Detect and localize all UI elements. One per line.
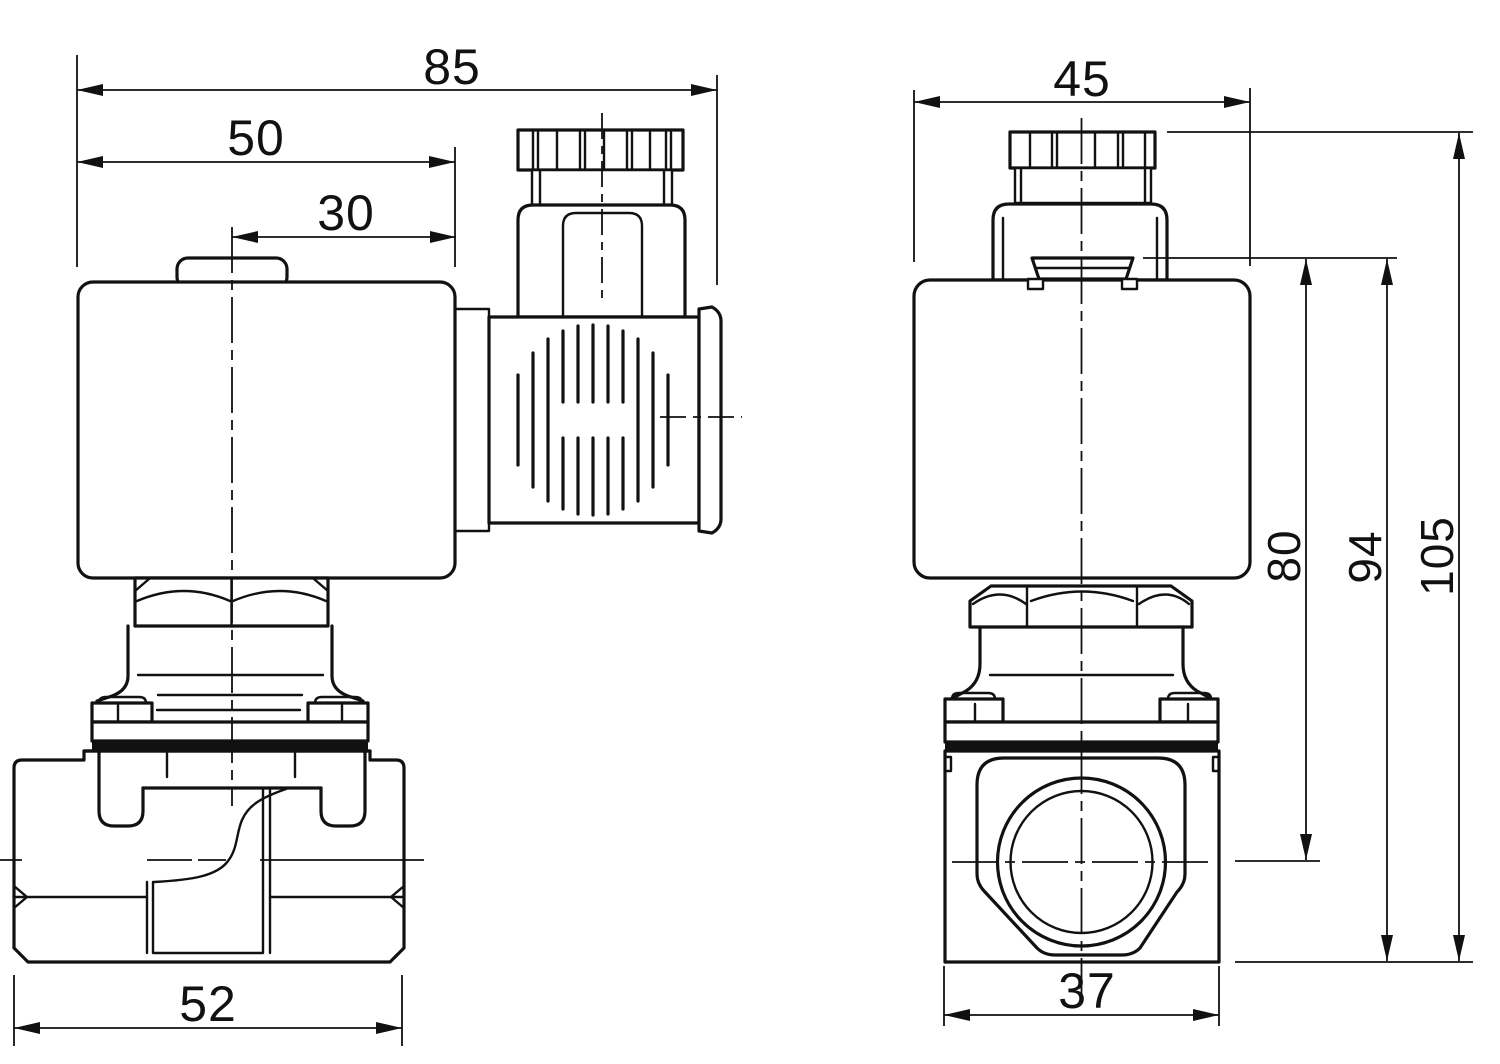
side-view [0, 113, 742, 964]
dim-port-face-width-label: 37 [1058, 963, 1116, 1019]
dim-axis-height: 80 [1258, 259, 1312, 860]
connector-flange [697, 305, 723, 535]
knurled-screw-front [1008, 130, 1157, 170]
screw-tab-left [90, 701, 154, 724]
dim-overall-width-label: 85 [423, 39, 481, 95]
knurled-screw-side [516, 128, 685, 172]
knurl-lines-front [1028, 132, 1147, 168]
bonnet-front [949, 625, 1214, 701]
dim-overall-width: 85 [77, 39, 717, 96]
body-top-ticks [165, 751, 297, 779]
hex-nut-front [968, 584, 1194, 629]
dim-coil-top-height-label: 94 [1339, 530, 1391, 583]
valve-body-side [0, 749, 424, 964]
gasket-side [92, 741, 368, 750]
coil-tab-front [1026, 256, 1139, 291]
dim-axis-height-label: 80 [1258, 529, 1310, 582]
port-face-octagon [975, 756, 1187, 957]
body-notch-right [319, 749, 367, 828]
front-view [912, 118, 1252, 1008]
coil-side [76, 280, 457, 580]
dim-axis-to-coil-edge: 30 [232, 185, 456, 243]
port-bores-side [12, 884, 406, 910]
threaded-collar-hatch [453, 307, 491, 533]
dim-coil-width-front-label: 45 [1053, 51, 1111, 107]
din-connector-side [487, 113, 742, 535]
knurl-lines-side [531, 130, 673, 170]
dimension-annotations: 85 50 30 52 45 37 [13, 39, 1473, 1046]
dim-overall-height-label: 105 [1411, 516, 1463, 596]
dim-port-face-width: 37 [944, 963, 1219, 1021]
body-side-notches [943, 755, 1221, 773]
dim-coil-width-side-label: 50 [227, 110, 285, 166]
screw-neck-inner-lines [538, 168, 666, 207]
extension-lines [13, 55, 1473, 1046]
screw-tab-right [306, 701, 370, 724]
connector-groove-pattern [516, 323, 670, 517]
dim-body-width-side-label: 52 [179, 976, 237, 1032]
dim-axis-to-coil-edge-label: 30 [317, 185, 375, 241]
gasket-front [945, 742, 1218, 751]
screw-neck-front [1013, 166, 1153, 205]
dim-coil-width-side: 50 [77, 110, 455, 168]
dim-overall-height: 105 [1411, 133, 1465, 961]
dim-coil-top-height: 94 [1339, 259, 1393, 961]
dim-body-width-side: 52 [14, 976, 402, 1034]
section-break-curve [152, 787, 288, 884]
body-notch-left [97, 749, 145, 828]
mounting-plate-side [90, 695, 370, 750]
dim-coil-width-front: 45 [914, 51, 1250, 108]
